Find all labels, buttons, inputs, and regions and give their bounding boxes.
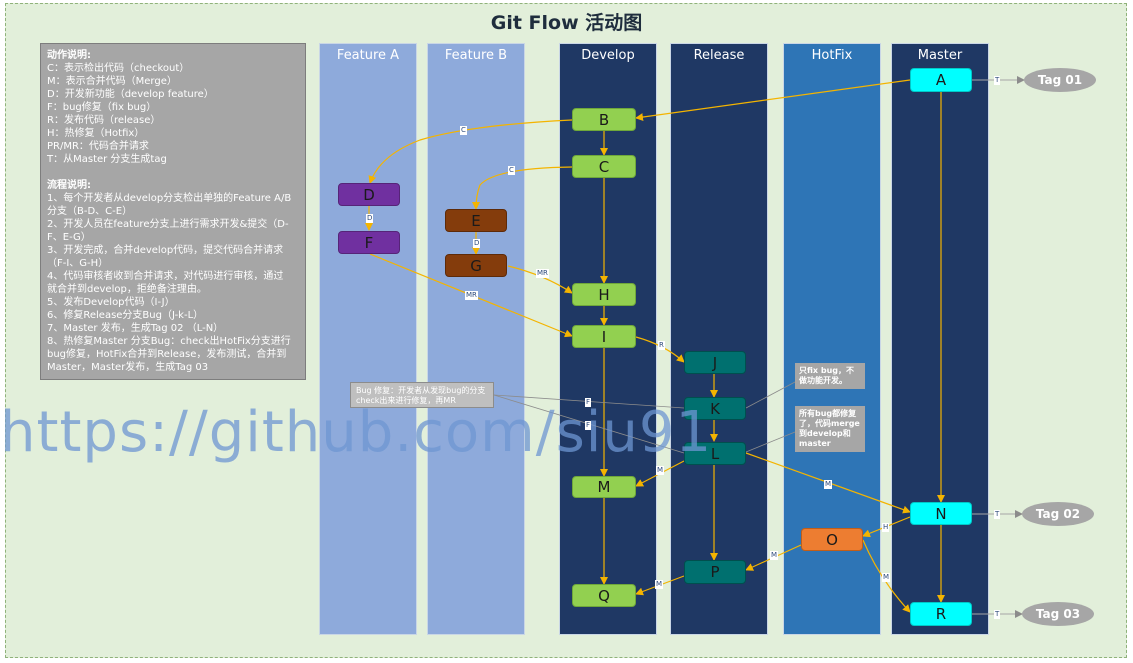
legend-action: T：从Master 分支生成tag xyxy=(47,154,167,165)
lane-label-release: Release xyxy=(693,48,745,63)
legend-step: 就合并到develop，拒绝备注理由。 xyxy=(47,284,207,295)
edge-label: MR xyxy=(465,291,478,300)
legend-step: Master，Master发布，生成Tag 03 xyxy=(47,362,209,373)
note-connector-onlyfix xyxy=(745,381,796,409)
node-d[interactable]: D xyxy=(338,183,400,206)
lane-label-hotfix: HotFix xyxy=(811,48,853,63)
tag-03[interactable]: Tag 03 xyxy=(1022,602,1094,626)
node-f[interactable]: F xyxy=(338,231,400,254)
lane-label-feature-b: Feature B xyxy=(444,48,508,63)
lane-label-feature-a: Feature A xyxy=(336,48,400,63)
note-merge-all: 所有bug都修复了，代码merge到develop和master xyxy=(795,406,865,452)
legend-action: H：热修复（Hotfix） xyxy=(47,128,145,139)
edge-label: F xyxy=(585,398,592,407)
legend-action: C：表示检出代码（checkout） xyxy=(47,63,190,74)
legend-step: 8、热修复Master 分支Bug：check出HotFix分支进行 xyxy=(47,336,291,347)
edge-c-e xyxy=(472,166,573,210)
lane-feature-b: Feature B xyxy=(427,43,525,635)
legend-step: F、E-G） xyxy=(47,232,91,243)
legend-action: D：开发新功能（develop feature） xyxy=(47,89,214,100)
legend-step: 分支（B-D、C-E） xyxy=(47,206,133,217)
edge-label: D xyxy=(366,214,374,223)
node-r[interactable]: R xyxy=(910,602,972,626)
edge-label: C xyxy=(460,126,467,135)
edge-label: H xyxy=(882,523,890,532)
node-o[interactable]: O xyxy=(801,528,863,551)
edge-label: M xyxy=(770,551,779,560)
node-b[interactable]: B xyxy=(572,108,636,131)
legend-step: 3、开发完成，合并develop代码，提交代码合并请求 xyxy=(47,245,284,256)
node-n[interactable]: N xyxy=(910,502,972,525)
node-q[interactable]: Q xyxy=(572,584,636,607)
edge-label: M xyxy=(882,573,891,582)
node-c[interactable]: C xyxy=(572,155,636,178)
legend-action: M：表示合并代码（Merge） xyxy=(47,76,177,87)
tag-01[interactable]: Tag 01 xyxy=(1024,68,1096,92)
node-j[interactable]: J xyxy=(684,351,746,374)
lane-release: Release xyxy=(670,43,768,635)
legend-step: （F-I、G-H） xyxy=(47,258,109,269)
node-g[interactable]: G xyxy=(445,254,507,277)
edge-label: C xyxy=(508,166,515,175)
edge-label: F xyxy=(585,421,592,430)
legend-heading-actions: 动作说明: xyxy=(47,50,91,61)
legend-heading-steps: 流程说明: xyxy=(47,180,91,191)
note-only-fix: 只fix bug，不做功能开发。 xyxy=(795,363,865,389)
edge-label: T xyxy=(994,610,1001,619)
legend-action: PR/MR：代码合并请求 xyxy=(47,141,149,152)
legend-step: 2、开发人员在feature分支上进行需求开发&提交（D- xyxy=(47,219,289,230)
node-a[interactable]: A xyxy=(910,68,972,92)
edge-label: M xyxy=(824,480,833,489)
tag-02[interactable]: Tag 02 xyxy=(1022,502,1094,526)
lane-label-develop: Develop xyxy=(581,48,635,63)
legend-step: 6、修复Release分支Bug（J-k-L） xyxy=(47,310,204,321)
legend-step: bug修复，HotFix合并到Release，发布测试，合并到 xyxy=(47,349,287,360)
note-bugfix: Bug 修复：开发者从发现bug的分支check出来进行修复，再MR xyxy=(350,382,494,408)
edge-b-d xyxy=(368,119,573,184)
legend-panel: 动作说明: C：表示检出代码（checkout） M：表示合并代码（Merge）… xyxy=(40,43,306,380)
lane-master: Master xyxy=(891,43,989,635)
legend-step: 1、每个开发者从develop分支检出单独的Feature A/B xyxy=(47,193,292,204)
legend-step: 4、代码审核者收到合并请求，对代码进行审核，通过 xyxy=(47,271,284,282)
node-m[interactable]: M xyxy=(572,476,636,498)
edge-label: T xyxy=(994,510,1001,519)
legend-step: 7、Master 发布，生成Tag 02 （L-N） xyxy=(47,323,224,334)
note-connector-mergeall xyxy=(745,431,796,453)
edge-label: M xyxy=(656,466,665,475)
lane-feature-a: Feature A xyxy=(319,43,417,635)
watermark-text: https://github.com/siu91 xyxy=(0,400,713,465)
node-i[interactable]: I xyxy=(572,325,636,348)
node-l[interactable]: L xyxy=(684,442,746,465)
legend-action: F：bug修复（fix bug） xyxy=(47,102,157,113)
node-k[interactable]: K xyxy=(684,397,746,420)
edge-label: T xyxy=(994,76,1001,85)
edge-label: R xyxy=(658,341,665,350)
legend-step: 5、发布Develop代码（I-J） xyxy=(47,297,175,308)
node-p[interactable]: P xyxy=(684,560,746,584)
edge-label: D xyxy=(473,239,481,248)
diagram-title: Git Flow 活动图 xyxy=(490,12,643,34)
legend-action: R：发布代码（release） xyxy=(47,115,161,126)
lane-label-master: Master xyxy=(917,48,963,63)
edge-label: M xyxy=(655,580,664,589)
node-e[interactable]: E xyxy=(445,209,507,232)
node-h[interactable]: H xyxy=(572,283,636,306)
edge-label: MR xyxy=(536,269,549,278)
edge-a-b xyxy=(635,79,911,122)
